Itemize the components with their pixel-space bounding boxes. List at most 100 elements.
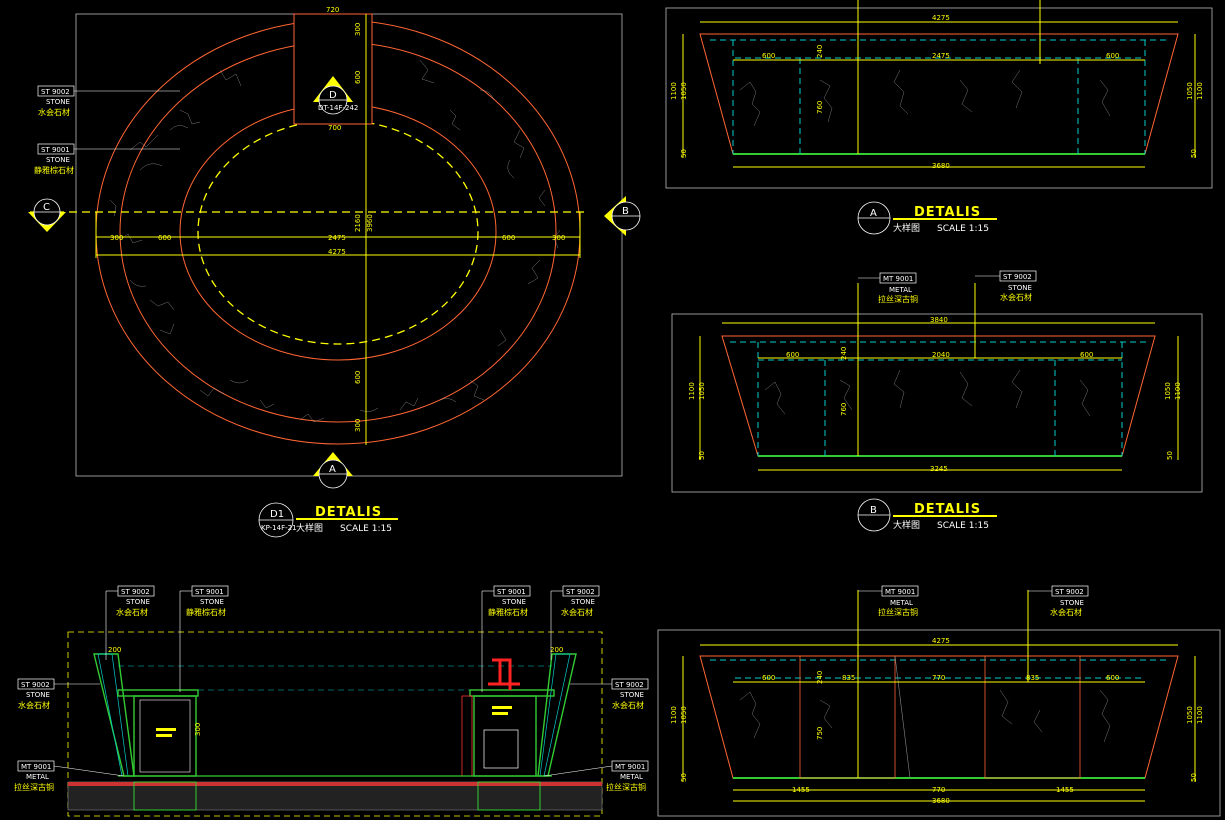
svg-text:1100: 1100 xyxy=(1196,82,1204,100)
svg-text:MT 9001: MT 9001 xyxy=(885,588,915,596)
inner-ellipse xyxy=(179,103,497,361)
svg-text:ST 9002: ST 9002 xyxy=(615,681,644,689)
svg-text:4275: 4275 xyxy=(932,14,950,22)
svg-text:大样图: 大样图 xyxy=(893,519,920,531)
appliance xyxy=(483,729,519,769)
svg-text:D: D xyxy=(329,90,337,101)
svg-text:770: 770 xyxy=(932,786,945,794)
svg-text:MT 9001: MT 9001 xyxy=(21,763,51,771)
svg-text:STONE: STONE xyxy=(46,156,70,164)
svg-text:STONE: STONE xyxy=(571,598,595,606)
svg-text:ST 9002: ST 9002 xyxy=(1055,588,1084,596)
svg-text:1050: 1050 xyxy=(698,382,706,400)
section-marker-d: D DT-14F-242 xyxy=(313,76,358,115)
svg-text:600: 600 xyxy=(786,351,799,359)
svg-text:50: 50 xyxy=(680,149,688,158)
svg-text:STONE: STONE xyxy=(502,598,526,606)
svg-text:MT 9001: MT 9001 xyxy=(615,763,645,771)
svg-text:50: 50 xyxy=(1166,451,1174,460)
section-tag-st9002-right: ST 9002 STONE 水会石材 xyxy=(570,678,649,710)
svg-text:水会石材: 水会石材 xyxy=(1000,292,1032,302)
svg-text:A: A xyxy=(870,208,877,219)
svg-text:ST 9002: ST 9002 xyxy=(21,681,50,689)
plan-tag-st9002: ST 9002 STONE 水会石材 xyxy=(37,85,180,117)
svg-text:1455: 1455 xyxy=(792,786,810,794)
elev-b-title-block: B DETALIS 大样图 SCALE 1:15 xyxy=(857,498,997,532)
svg-text:1100: 1100 xyxy=(1174,382,1182,400)
elevation-c: 4275 600 835 770 835 600 240 750 1455 77… xyxy=(657,585,1221,817)
svg-text:水会石材: 水会石材 xyxy=(18,700,50,710)
svg-text:3840: 3840 xyxy=(930,316,948,324)
svg-text:STONE: STONE xyxy=(126,598,150,606)
section-ground xyxy=(67,781,603,811)
svg-text:静雅棕石材: 静雅棕石材 xyxy=(186,607,226,617)
dim-left-600: 600 xyxy=(158,234,171,242)
dim-top-720: 720 xyxy=(326,6,339,14)
elev-c-tag-mt9001: MT 9001 METAL 拉丝深古铜 xyxy=(858,585,919,617)
plan-title: DETALIS xyxy=(315,505,382,520)
svg-text:835: 835 xyxy=(842,674,855,682)
svg-text:STONE: STONE xyxy=(620,691,644,699)
svg-text:1050: 1050 xyxy=(1186,82,1194,100)
elev-b-tag-mt9001: MT 9001 METAL 拉丝深古铜 xyxy=(858,272,918,304)
svg-text:750: 750 xyxy=(816,727,824,740)
svg-text:760: 760 xyxy=(840,403,848,416)
plan-scale: SCALE 1:15 xyxy=(340,524,392,534)
svg-text:ST 9002: ST 9002 xyxy=(121,588,150,596)
dim-top-700: 700 xyxy=(328,124,341,132)
svg-text:ST 9001: ST 9001 xyxy=(41,146,70,154)
marble-veins xyxy=(109,59,561,423)
svg-text:50: 50 xyxy=(680,773,688,782)
svg-text:1050: 1050 xyxy=(1164,382,1172,400)
svg-text:600: 600 xyxy=(1080,351,1093,359)
svg-text:1050: 1050 xyxy=(680,706,688,724)
plan-title-block: D1 KP-14F-21 DETALIS 大样图 SCALE 1:15 xyxy=(258,502,398,538)
svg-text:300: 300 xyxy=(354,419,362,432)
svg-text:1050: 1050 xyxy=(1186,706,1194,724)
elevation-a: 4275 600 2475 600 240 760 3680 1100 1050… xyxy=(665,0,1213,235)
svg-text:300: 300 xyxy=(354,23,362,36)
svg-text:3245: 3245 xyxy=(930,465,948,473)
svg-text:ST 9002: ST 9002 xyxy=(41,88,70,96)
svg-text:240: 240 xyxy=(816,671,824,684)
svg-text:50: 50 xyxy=(1190,773,1198,782)
elevation-b: 3840 600 2040 600 240 760 3245 1100 1050… xyxy=(671,270,1203,532)
svg-text:水会石材: 水会石材 xyxy=(116,607,148,617)
section-view: 200 200 300 ST 9002 STONE 水会石材 ST 9001 S… xyxy=(14,585,649,817)
elev-b-title: DETALIS xyxy=(914,502,981,517)
svg-text:静雅棕石材: 静雅棕石材 xyxy=(488,607,528,617)
svg-text:240: 240 xyxy=(840,347,848,360)
svg-text:ST 9002: ST 9002 xyxy=(1003,273,1032,281)
svg-text:300: 300 xyxy=(194,723,202,736)
svg-text:SCALE 1:15: SCALE 1:15 xyxy=(937,224,989,234)
dim-2475: 2475 xyxy=(328,234,346,242)
plan-view: 300 600 2475 600 300 4275 720 700 300 60… xyxy=(28,6,641,538)
svg-text:SCALE 1:15: SCALE 1:15 xyxy=(937,521,989,531)
svg-text:拉丝深古铜: 拉丝深古铜 xyxy=(878,607,918,617)
svg-text:水会石材: 水会石材 xyxy=(561,607,593,617)
elev-b-tag-st9002: ST 9002 STONE 水会石材 xyxy=(975,270,1037,302)
section-tag-mt9001-right: MT 9001 METAL 拉丝深古铜 xyxy=(543,760,649,792)
plan-tag-st9001: ST 9001 STONE 静雅棕石材 xyxy=(34,143,180,175)
section-tag-st9002-left: ST 9002 STONE 水会石材 xyxy=(17,678,100,710)
svg-text:2040: 2040 xyxy=(932,351,950,359)
svg-text:2160: 2160 xyxy=(354,214,362,232)
svg-text:拉丝深古铜: 拉丝深古铜 xyxy=(14,782,54,792)
svg-text:770: 770 xyxy=(932,674,945,682)
svg-text:600: 600 xyxy=(762,52,775,60)
svg-text:600: 600 xyxy=(354,71,362,84)
svg-text:C: C xyxy=(43,202,50,213)
svg-text:3680: 3680 xyxy=(932,162,950,170)
svg-text:50: 50 xyxy=(698,451,706,460)
svg-text:1050: 1050 xyxy=(680,82,688,100)
plan-bubble-top: D1 xyxy=(270,509,284,520)
section-tag-st9001-top-right: ST 9001 STONE 静雅棕石材 xyxy=(481,585,531,692)
plan-bubble-bottom: KP-14F-21 xyxy=(261,524,297,532)
dim-right-300: 300 xyxy=(552,234,565,242)
faucet-pipe xyxy=(488,658,520,690)
svg-text:3960: 3960 xyxy=(366,214,374,232)
svg-text:600: 600 xyxy=(354,371,362,384)
svg-text:3680: 3680 xyxy=(932,797,950,805)
svg-text:MT 9001: MT 9001 xyxy=(883,275,913,283)
